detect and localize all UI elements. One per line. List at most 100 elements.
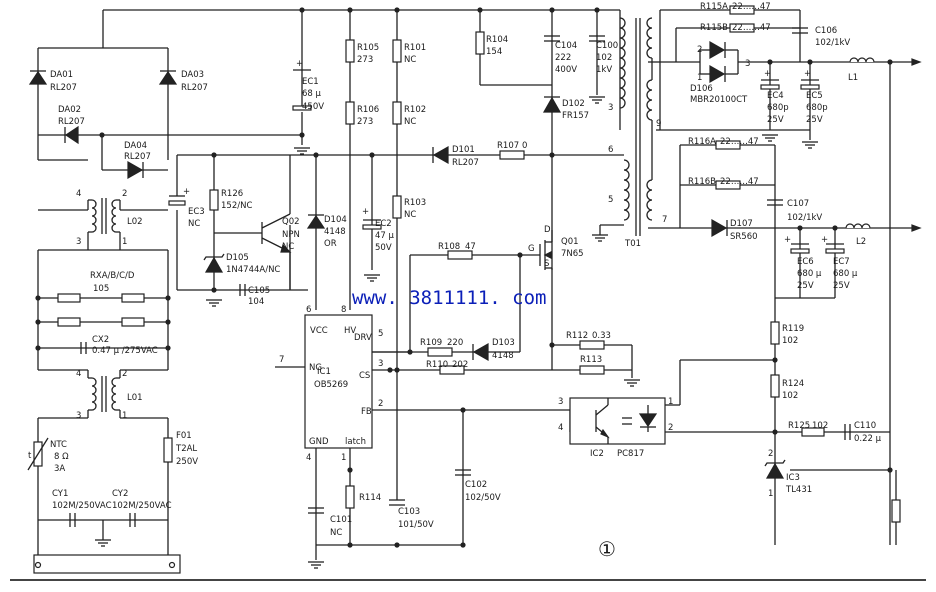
secondary-output-2: R116A 22……47 R116B 22……47 C107 102/1kV D… [688, 137, 921, 291]
transformer-t01: T01 9 6 5 7 3 [608, 17, 667, 249]
r110-ref: R110 [426, 360, 448, 370]
aux-rectifier: D101 RL207 R107 0 [432, 141, 527, 168]
ic2-pin4: 4 [558, 423, 563, 433]
ec2-rating: 50V [375, 243, 392, 253]
ec6-ref: EC6 [797, 257, 814, 267]
ec5-ref: EC5 [806, 91, 823, 101]
ec2-value: 47 μ [375, 231, 395, 241]
ic2-optocoupler: IC2 PC817 3 4 1 2 [558, 397, 673, 459]
ic2-value: PC817 [617, 449, 644, 459]
r119-value: 102 [782, 336, 798, 346]
ntc-value: 8 Ω [54, 452, 69, 462]
page-number: ① [598, 537, 616, 561]
zener-d105-symbol [203, 253, 225, 273]
cx2-value: 0.47 μ /275VAC [92, 346, 158, 356]
r107-ref: R107 [497, 141, 519, 151]
c101-ref: C101 [330, 515, 352, 525]
ic1-pin8: 8 [341, 305, 346, 315]
q02-note: NC [282, 242, 294, 252]
c105-value: 104 [248, 297, 264, 307]
l1-ref: L1 [848, 73, 858, 83]
r103-ref: R103 [404, 198, 426, 208]
y-capacitors: CY1 102M/250VAC CY2 102M/250VAC [52, 489, 172, 527]
c102-ref: C102 [465, 480, 487, 490]
r126-ref: R126 [221, 189, 243, 199]
ic1-pin4: 4 [306, 453, 311, 463]
rxa-resistor-network: RXA/B/C/D 105 [57, 271, 145, 327]
c104-rating: 400V [555, 65, 577, 75]
r105-value: 273 [357, 55, 373, 65]
watermark-text: www. 3811111. com [352, 287, 546, 309]
diode-d104-symbol [306, 214, 326, 229]
diode-da03-symbol [158, 70, 178, 85]
r108-value: 47 [465, 242, 476, 252]
r101-value: NC [404, 55, 416, 65]
ec4-value: 680p [767, 103, 789, 113]
diode-d106-symbol [699, 40, 739, 84]
r115a-ref: R115A [700, 2, 728, 12]
r125-value: 102 [812, 421, 828, 431]
ic1-pin1: 1 [341, 453, 346, 463]
rxa-ref: RXA/B/C/D [90, 271, 135, 281]
c100-value: 102 [596, 53, 612, 63]
r101-ref: R101 [404, 43, 426, 53]
da02-ref: DA02 [58, 105, 81, 115]
r126-value: 152/NC [221, 201, 252, 211]
ic1-pin-ng-label: NG [309, 363, 322, 373]
l01-pin2: 2 [122, 369, 127, 379]
d102-ref: D102 [562, 99, 585, 109]
ic1-pin-fb-label: FB [361, 407, 372, 417]
ec1-rating: 450V [302, 102, 324, 112]
r112-value: 0.33 [592, 331, 611, 341]
d101-value: RL207 [452, 158, 479, 168]
da01-ref: DA01 [50, 70, 73, 80]
d101-ref: D101 [452, 145, 475, 155]
ic1-pin-drv-label: DRV [354, 333, 372, 343]
cy2-value: 102M/250VAC [112, 501, 172, 511]
l2-ref: L2 [856, 237, 866, 247]
ic1-pin-latch-label: latch [345, 437, 366, 447]
ec1-value: 68 μ [302, 89, 322, 99]
l02-pin2: 2 [122, 189, 127, 199]
r105-ref: R105 [357, 43, 379, 53]
ntc-thermistor: t NTC 8 Ω 3A [27, 437, 69, 474]
ec5-value: 680p [806, 103, 828, 113]
diode-da01-symbol [28, 70, 48, 85]
q01-value: 7N65 [561, 249, 584, 259]
da04-value: RL207 [124, 152, 151, 162]
shunt-regulator-ic3-symbol [764, 459, 786, 479]
cy1-value: 102M/250VAC [52, 501, 112, 511]
diode-d103-symbol [472, 342, 489, 362]
r115a-value: 22……47 [732, 2, 771, 12]
common-mode-choke-l01: L01 4 2 3 1 [76, 369, 143, 421]
fuse-f01: F01 T2AL 250V [163, 431, 198, 467]
d106-pin3: 3 [745, 59, 750, 69]
d107-value: SR560 [730, 232, 758, 242]
d106-ref: D106 [690, 84, 713, 94]
ec7-ref: EC7 [833, 257, 850, 267]
r114-ref: R114 [359, 493, 381, 503]
diode-d102-symbol [542, 96, 562, 113]
da04-ref: DA04 [124, 141, 147, 151]
d106-value: MBR20100CT [690, 95, 748, 105]
ec3-plus: + [183, 187, 190, 197]
f01-value: T2AL [175, 444, 197, 454]
ec4-rating: 25V [767, 115, 784, 125]
bridge-rectifier: DA01 RL207 DA03 RL207 DA02 RL207 DA04 RL… [28, 70, 208, 180]
ec3-ref: EC3 [188, 207, 205, 217]
l02-pin1: 1 [122, 237, 127, 247]
ic1-pin-gnd-label: GND [309, 437, 329, 447]
da02-value: RL207 [58, 117, 85, 127]
c100-ref: C100 [596, 41, 618, 51]
r113-ref: R113 [580, 355, 602, 365]
da01-value: RL207 [50, 83, 77, 93]
d105-value: 1N4744A/NC [226, 265, 280, 275]
ic1-pin-vcc-label: VCC [310, 326, 328, 336]
r124-value: 102 [782, 391, 798, 401]
c104-ref: C104 [555, 41, 577, 51]
ic1-peripherals: R114 C101 NC C103 101/50V C102 102/50V [308, 469, 501, 538]
capacitor-cx2: CX2 0.47 μ /275VAC [80, 335, 158, 356]
ec7-value: 680 μ [833, 269, 858, 279]
c107-value: 102/1kV [787, 213, 822, 223]
